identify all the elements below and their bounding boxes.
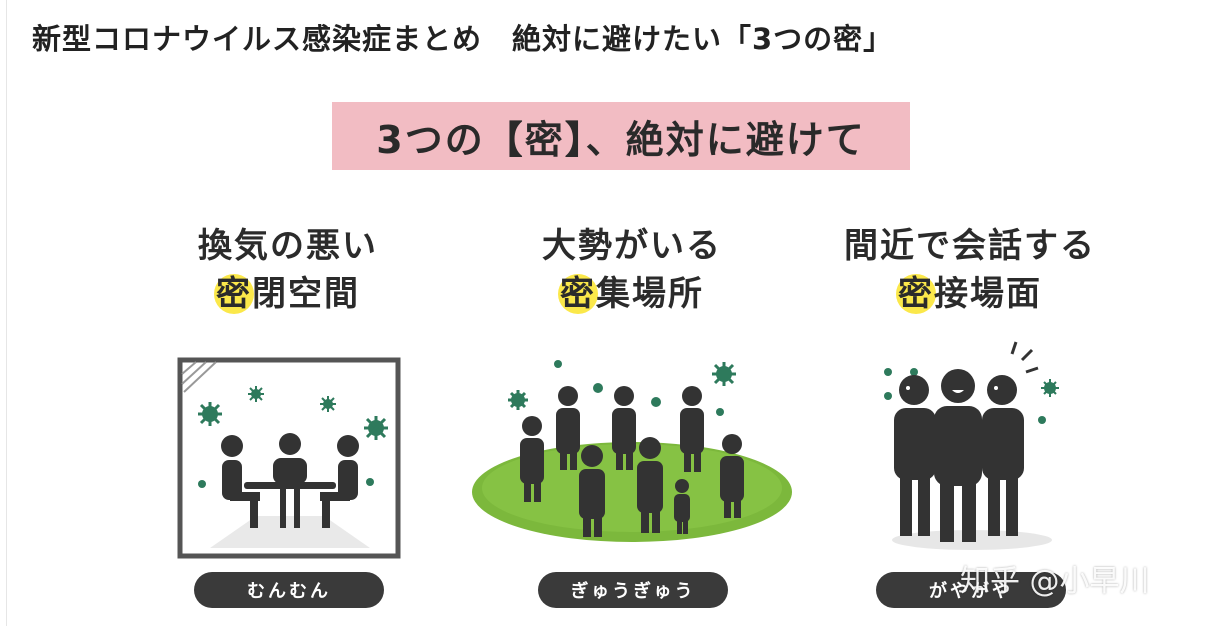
label-munmun: むんむん (194, 572, 384, 608)
section-heading-rest: 閉空間 (252, 274, 360, 314)
mitsu-highlight: 密 (558, 274, 598, 314)
section-heading-line2: 密閉空間 (108, 272, 468, 316)
headline-banner: 3つの【密】、絶対に避けて (332, 102, 910, 170)
section-heading-line2: 密集場所 (452, 272, 812, 316)
mitsu-highlight: 密 (896, 274, 936, 314)
section-heading-line1: 間近で会話する (844, 226, 1096, 266)
page-border (6, 0, 7, 626)
crowd-people (520, 386, 744, 537)
close-contact-illustration (884, 341, 1059, 550)
label-gyuugyuu: ぎゅうぎゅう (538, 572, 728, 608)
virus-icons (884, 368, 1059, 424)
article-title: 新型コロナウイルス感染症まとめ 絶対に避けたい「3つの密」 (32, 22, 894, 56)
talking-lines-icon (1010, 341, 1039, 374)
section-heading-line1: 換気の悪い (198, 226, 378, 266)
section-heading-line2: 密接場面 (790, 272, 1150, 316)
people-at-table (221, 433, 359, 528)
banner-text: 3つの【密】、絶対に避けて (376, 117, 866, 162)
virus-icons (198, 386, 388, 488)
mitsu-highlight: 密 (214, 274, 254, 314)
label-gayagaya: がやがや (876, 572, 1066, 608)
section-heading-line1: 大勢がいる (542, 226, 722, 266)
section-closed-spaces: 換気の悪い 密閉空間 (108, 224, 468, 316)
zhihu-watermark: 知乎 @小早川 (960, 564, 1150, 599)
closed-room-illustration (177, 357, 401, 559)
three-people (894, 369, 1024, 542)
section-crowded-places: 大勢がいる 密集場所 (452, 224, 812, 316)
virus-icons (508, 360, 736, 416)
face-details (906, 386, 998, 393)
crowded-place-illustration (472, 360, 792, 542)
section-heading-rest: 集場所 (596, 274, 704, 314)
section-heading-rest: 接場面 (934, 274, 1042, 314)
section-close-contact: 間近で会話する 密接場面 (790, 224, 1150, 316)
